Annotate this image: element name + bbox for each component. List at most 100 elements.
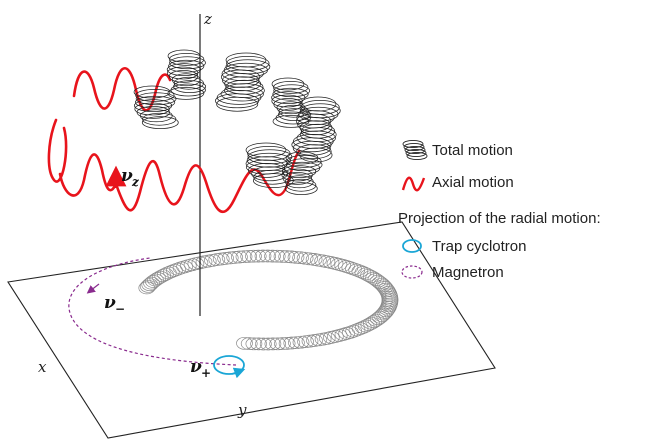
ring-loop bbox=[264, 249, 281, 263]
legend-magnetron: Magnetron bbox=[398, 259, 648, 285]
ring-loop bbox=[245, 337, 263, 351]
ring-loop bbox=[377, 304, 395, 318]
ring-loop bbox=[288, 336, 305, 350]
ring-loop bbox=[268, 249, 286, 263]
ring-loop bbox=[259, 249, 277, 263]
ring-loop bbox=[306, 334, 323, 347]
coil-loop bbox=[273, 84, 311, 98]
coil-loop bbox=[166, 63, 201, 76]
coil-loop bbox=[281, 168, 313, 182]
ring-loop bbox=[236, 336, 253, 350]
coil-loop bbox=[220, 86, 264, 102]
legend-trap-cyclotron-label: Trap cyclotron bbox=[432, 237, 527, 255]
ring-loop bbox=[278, 337, 296, 350]
ring-loop bbox=[283, 250, 300, 264]
ring-loop bbox=[264, 337, 282, 351]
ring-loop bbox=[341, 325, 359, 339]
ring-loop bbox=[345, 324, 363, 338]
coil-loop bbox=[168, 59, 205, 73]
coil-loop bbox=[299, 147, 333, 163]
magnetron-icon bbox=[401, 265, 423, 279]
x-axis-label: x bbox=[38, 358, 47, 376]
ring-loop bbox=[240, 250, 258, 263]
legend-total-motion: Total motion bbox=[398, 134, 648, 166]
coil-loop bbox=[168, 53, 205, 66]
legend-trap-cyclotron: Trap cyclotron bbox=[398, 233, 648, 259]
ring-loop bbox=[235, 250, 253, 264]
coil-loop bbox=[296, 144, 332, 159]
coil-loop bbox=[286, 178, 317, 192]
ring-loop bbox=[172, 261, 190, 275]
cyclotron-frequency-sub: + bbox=[201, 366, 211, 380]
trap-cyclotron-arrow bbox=[231, 367, 246, 379]
coil-loop bbox=[291, 137, 332, 153]
ring-loop bbox=[250, 337, 267, 351]
coil-loop bbox=[245, 142, 287, 158]
ring-loop bbox=[278, 250, 296, 263]
ring-loop bbox=[334, 259, 352, 272]
magnetron-frequency-sub: − bbox=[115, 302, 125, 316]
legend-total-motion-label: Total motion bbox=[432, 141, 513, 159]
axial-motion-icon bbox=[401, 176, 426, 192]
total-motion-coils bbox=[133, 49, 341, 195]
coil-loop bbox=[135, 95, 176, 109]
axial-frequency-symbol: ν bbox=[121, 166, 133, 186]
ring-loop bbox=[296, 251, 314, 265]
axial-frequency-sub: z bbox=[131, 175, 140, 189]
coil-loop bbox=[169, 56, 206, 70]
legend-magnetron-label: Magnetron bbox=[432, 263, 504, 281]
ring-loop bbox=[176, 260, 193, 274]
legend-axial-motion: Axial motion bbox=[398, 166, 648, 198]
ring-loop bbox=[217, 252, 234, 265]
ring-loop bbox=[373, 277, 391, 291]
ring-loop bbox=[221, 251, 239, 265]
magnetron-frequency-label: ν − bbox=[104, 293, 125, 316]
coil-loop bbox=[215, 93, 260, 109]
coil-loop bbox=[271, 94, 303, 108]
ring-loop bbox=[274, 337, 291, 350]
coil-loop bbox=[286, 155, 322, 168]
ring-loop bbox=[226, 251, 244, 264]
ring-loop bbox=[292, 335, 310, 349]
coil-loop bbox=[282, 172, 312, 185]
magnetron-ring-band bbox=[138, 249, 399, 351]
ring-loop bbox=[287, 250, 305, 264]
magnetron-arrow bbox=[86, 283, 100, 294]
coil-loop bbox=[276, 101, 306, 115]
ring-loop bbox=[269, 337, 287, 351]
legend: Total motion Axial motion Projection of … bbox=[398, 134, 648, 285]
magnetron-path bbox=[68, 257, 237, 366]
trap-cyclotron-icon bbox=[402, 239, 422, 253]
ring-loop bbox=[245, 249, 262, 263]
coil-loop bbox=[216, 90, 262, 105]
ring-loop bbox=[138, 281, 156, 295]
y-axis-label: y bbox=[237, 401, 247, 419]
coil-loop bbox=[142, 112, 177, 126]
coil-loop bbox=[285, 158, 323, 172]
magnetron-frequency-symbol: ν bbox=[104, 293, 116, 313]
coil-loop bbox=[284, 182, 318, 195]
total-motion-icon bbox=[402, 139, 428, 161]
coil-loop bbox=[271, 77, 305, 91]
ring-loop bbox=[259, 337, 277, 351]
ring-loop bbox=[297, 335, 314, 349]
coil-loop bbox=[273, 81, 309, 94]
coil-loop bbox=[134, 102, 170, 116]
ring-loop bbox=[169, 262, 187, 276]
ring-loop bbox=[338, 327, 356, 340]
ring-loop bbox=[254, 249, 272, 263]
ring-loop bbox=[376, 306, 394, 319]
coil-loop bbox=[134, 99, 173, 112]
ring-loop bbox=[292, 251, 309, 265]
ring-loop bbox=[240, 337, 258, 350]
coil-loop bbox=[246, 152, 291, 168]
legend-axial-motion-label: Axial motion bbox=[432, 173, 514, 191]
ring-loop bbox=[255, 337, 272, 351]
ring-loop bbox=[301, 252, 318, 266]
ring-loop bbox=[231, 250, 248, 264]
axial-frequency-label: ν z bbox=[121, 166, 140, 189]
coil-loop bbox=[141, 116, 179, 129]
legend-radial-heading: Projection of the radial motion: bbox=[398, 210, 601, 227]
ring-loop bbox=[369, 274, 387, 288]
